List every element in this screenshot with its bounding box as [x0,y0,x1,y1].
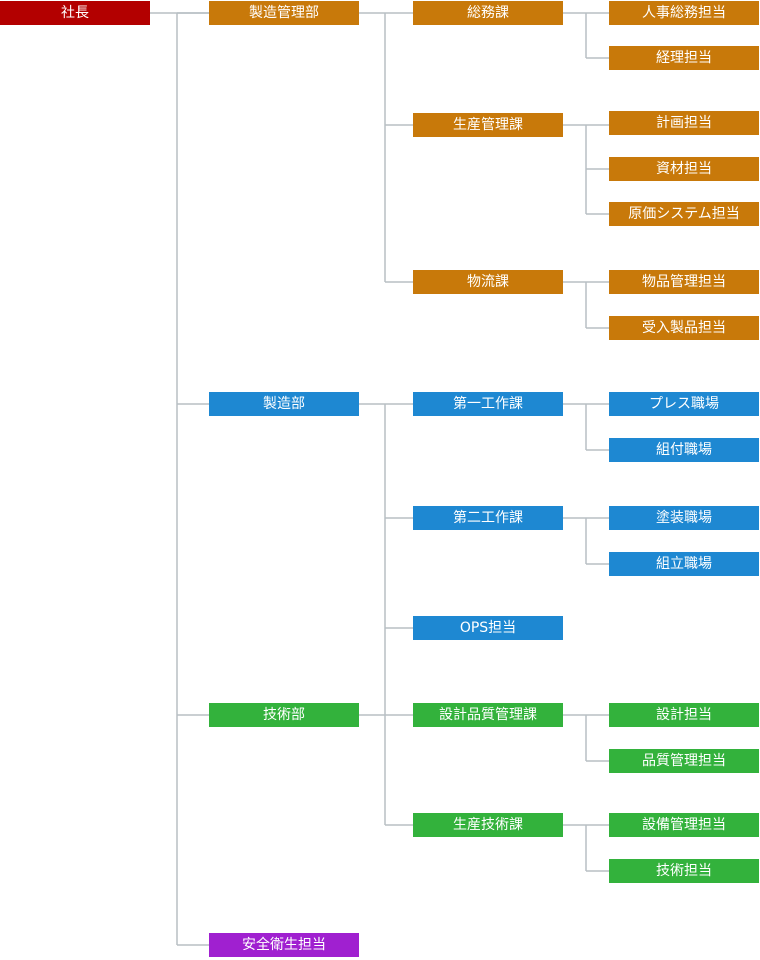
org-node-planning[interactable]: 計画担当 [609,111,759,135]
org-node-manufacturing-dept[interactable]: 製造部 [209,392,359,416]
org-node-accounting[interactable]: 経理担当 [609,46,759,70]
org-node-assembly-shop[interactable]: 組立職場 [609,552,759,576]
org-node-materials[interactable]: 資材担当 [609,157,759,181]
org-node-first-works-section[interactable]: 第一工作課 [413,392,563,416]
org-node-paint-shop[interactable]: 塗装職場 [609,506,759,530]
org-node-subassembly-shop[interactable]: 組付職場 [609,438,759,462]
org-node-hr-general-affairs[interactable]: 人事総務担当 [609,1,759,25]
org-node-quality-control[interactable]: 品質管理担当 [609,749,759,773]
org-node-logistics-section[interactable]: 物流課 [413,270,563,294]
org-node-incoming-products[interactable]: 受入製品担当 [609,316,759,340]
org-node-general-affairs-section[interactable]: 総務課 [413,1,563,25]
org-node-design-quality-section[interactable]: 設計品質管理課 [413,703,563,727]
org-node-ops[interactable]: OPS担当 [413,616,563,640]
org-node-production-engineering-section[interactable]: 生産技術課 [413,813,563,837]
org-node-second-works-section[interactable]: 第二工作課 [413,506,563,530]
org-node-design[interactable]: 設計担当 [609,703,759,727]
org-node-president[interactable]: 社長 [0,1,150,25]
org-node-cost-system[interactable]: 原価システム担当 [609,202,759,226]
org-node-goods-management[interactable]: 物品管理担当 [609,270,759,294]
org-node-production-control-section[interactable]: 生産管理課 [413,113,563,137]
org-node-manufacturing-management-dept[interactable]: 製造管理部 [209,1,359,25]
org-node-technology-dept[interactable]: 技術部 [209,703,359,727]
org-node-equipment-management[interactable]: 設備管理担当 [609,813,759,837]
org-node-engineering[interactable]: 技術担当 [609,859,759,883]
org-node-safety-health[interactable]: 安全衛生担当 [209,933,359,957]
org-node-press-shop[interactable]: プレス職場 [609,392,759,416]
